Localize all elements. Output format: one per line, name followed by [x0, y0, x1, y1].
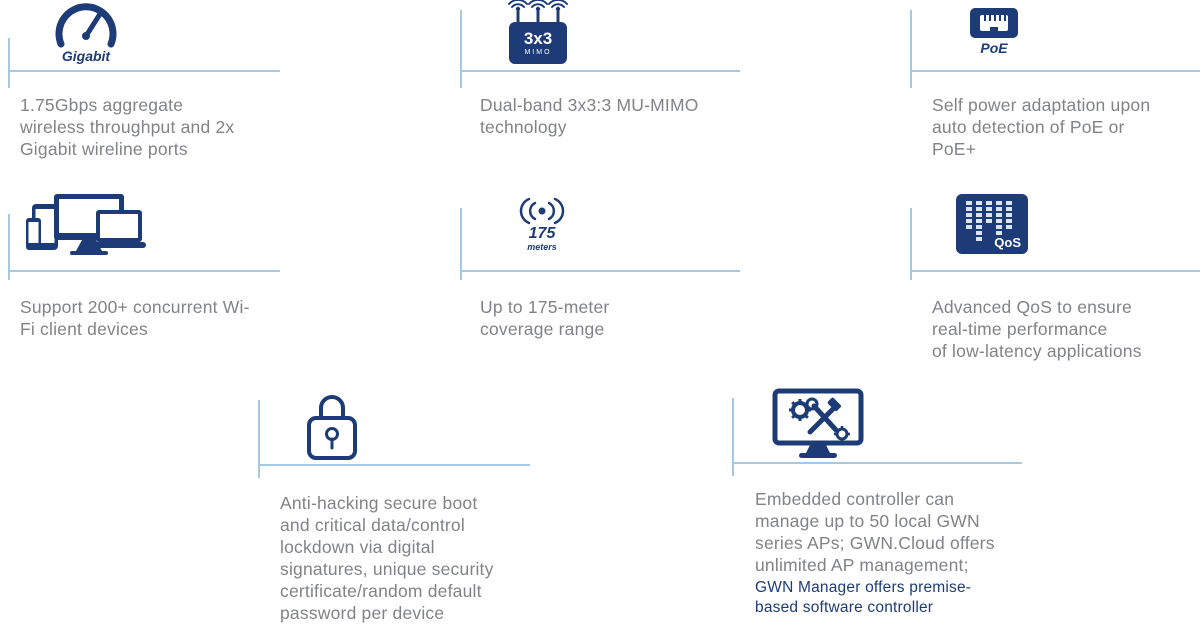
feature-text: Up to 175-meter coverage range: [480, 297, 610, 339]
accent-horizontal-line: [258, 464, 530, 466]
qos-equalizer-icon: QoS: [956, 194, 1028, 254]
feature-block-gigabit: Gigabit 1.75Gbps aggregate wireless thro…: [8, 0, 280, 175]
accent-vertical-line: [460, 208, 462, 280]
ethernet-port: [970, 8, 1018, 38]
client-devices-icon: [26, 194, 146, 256]
mimo-antennas-icon: 3x3 MIMO: [506, 0, 570, 64]
monitor-tools: [772, 388, 864, 458]
feature-block-security: Anti-hacking secure boot and critical da…: [258, 388, 530, 629]
qos-badge-label: QoS: [994, 235, 1021, 250]
range-unit-label: meters: [527, 242, 557, 252]
padlock: [307, 395, 357, 460]
accent-horizontal-line: [910, 70, 1200, 72]
poe-port-icon: PoE: [968, 6, 1020, 56]
accent-vertical-line: [460, 10, 462, 88]
feature-block-poe: PoE Self power adaptation upon auto dete…: [910, 0, 1200, 175]
accent-vertical-line: [8, 214, 10, 280]
security-lock-icon: [304, 388, 360, 462]
devices-cluster: [26, 194, 146, 255]
feature-text: Anti-hacking secure boot and critical da…: [280, 493, 494, 623]
mimo-badge: 3x3 MIMO: [509, 22, 567, 64]
feature-text: Advanced QoS to ensure real-time perform…: [932, 297, 1142, 361]
range-value-label: 175: [528, 225, 556, 242]
feature-text: 1.75Gbps aggregate wireless throughput a…: [20, 95, 235, 159]
accent-vertical-line: [258, 400, 260, 478]
feature-subtext: GWN Manager offers premise- based softwa…: [755, 579, 972, 616]
feature-block-qos: QoS Advanced QoS to ensure real-time per…: [910, 192, 1200, 362]
feature-text: Embedded controller can manage up to 50 …: [755, 489, 995, 575]
feature-block-mimo: 3x3 MIMO Dual-band 3x3:3 MU-MIMO technol…: [460, 0, 740, 175]
feature-text: Support 200+ concurrent Wi- Fi client de…: [20, 297, 250, 339]
feature-block-controller: Embedded controller can manage up to 50 …: [732, 388, 1022, 629]
mimo-badge-top-label: 3x3: [523, 28, 553, 48]
poe-icon-label: PoE: [980, 40, 1008, 56]
feature-block-clients: Support 200+ concurrent Wi- Fi client de…: [8, 192, 280, 352]
antenna-waves: [508, 0, 568, 24]
accent-horizontal-line: [460, 270, 740, 272]
qos-badge: QoS: [956, 194, 1028, 254]
controller-management-icon: [772, 388, 864, 460]
accent-horizontal-line: [8, 70, 280, 72]
equalizer-bars: [966, 201, 1012, 243]
feature-text: Dual-band 3x3:3 MU-MIMO technology: [480, 95, 699, 137]
accent-horizontal-line: [732, 462, 1022, 464]
signal-waves: [519, 197, 565, 225]
accent-vertical-line: [910, 10, 912, 88]
accent-vertical-line: [910, 208, 912, 280]
accent-horizontal-line: [8, 270, 280, 272]
coverage-range-icon: 175 meters: [510, 194, 574, 252]
accent-vertical-line: [732, 398, 734, 476]
feature-block-coverage: 175 meters Up to 175-meter coverage rang…: [460, 192, 740, 352]
accent-horizontal-line: [460, 70, 740, 72]
accent-vertical-line: [8, 38, 10, 88]
feature-text: Self power adaptation upon auto detectio…: [932, 95, 1151, 159]
gigabit-icon-label: Gigabit: [61, 48, 111, 64]
mimo-badge-bottom-label: MIMO: [524, 48, 552, 56]
speedometer-gauge: [55, 3, 117, 48]
speedometer-gigabit-icon: Gigabit: [34, 2, 138, 64]
accent-horizontal-line: [910, 270, 1200, 272]
